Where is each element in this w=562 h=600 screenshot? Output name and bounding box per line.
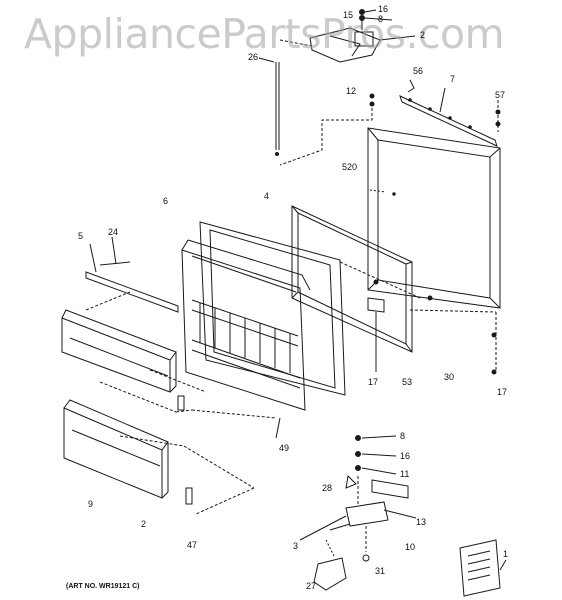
control-assembly [279,9,416,63]
part-1-manual [459,539,507,597]
callout-9: 9 [88,499,94,509]
callout-5: 5 [78,231,84,241]
part-30-screw [427,295,433,301]
callout-27: 27 [306,581,317,591]
callout-520: 520 [342,162,358,172]
part-4-gasket [291,205,413,353]
callout-1: 1 [503,549,509,559]
callout-28: 28 [322,483,333,493]
upper-door-bin [61,309,185,411]
callout-6: 6 [163,196,169,206]
dashed-leaders [85,261,497,515]
callout-24: 24 [108,227,119,237]
art-number: (ART NO. WR19121 C) [66,583,140,590]
callout-30: 30 [444,372,455,382]
callout-31: 31 [375,566,386,576]
part-49-pin [275,417,281,439]
callout-7: 7 [450,74,456,84]
part-12-screws [279,93,375,166]
part-26-rod [258,57,280,156]
callout-49: 49 [279,443,290,453]
callout-2b: 2 [141,519,147,529]
part-27-foot [313,539,347,591]
callout-17: 17 [368,377,379,387]
lower-door-bin [63,399,193,505]
callout-16: 16 [378,4,389,14]
callout-56: 56 [413,66,424,76]
callout-13: 13 [416,517,427,527]
hinge-assembly [299,435,417,562]
callout-15: 15 [343,10,354,20]
part-53-bracket [367,279,385,372]
callout-26: 26 [248,52,259,62]
callout-16b: 16 [400,451,411,461]
door-inner-liner [181,239,311,411]
callout-53: 53 [402,377,413,387]
callout-2: 2 [420,30,426,40]
callout-8b: 8 [400,431,406,441]
part-5-bar [85,236,179,313]
watermark-text: AppliancePartsPros.com [24,10,505,58]
part-520-frame [367,127,501,309]
part-57-screws [495,100,501,132]
callout-10: 10 [405,542,416,552]
callout-57: 57 [495,90,506,100]
callout-12: 12 [346,86,357,96]
callout-17b: 17 [497,387,508,397]
callout-47: 47 [187,540,198,550]
part-6-door-outer [199,221,346,396]
part-7-rail [399,79,498,147]
callout-4: 4 [264,191,270,201]
part-17-screw [491,332,497,338]
callout-3: 3 [293,541,299,551]
callout-8: 8 [378,14,384,24]
callout-11: 11 [400,469,410,479]
